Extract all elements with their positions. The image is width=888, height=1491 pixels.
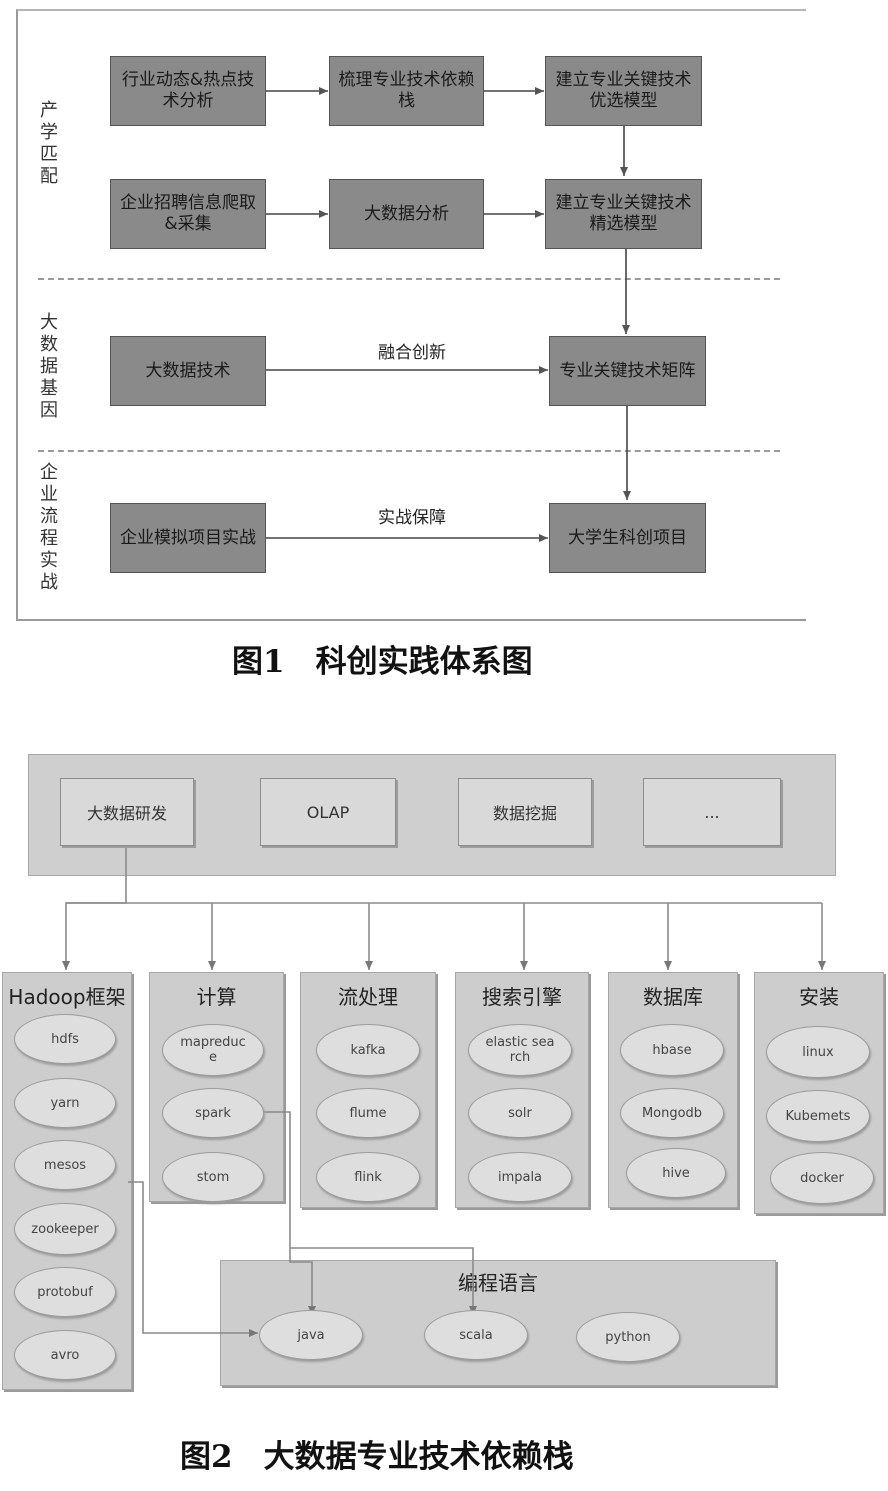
oval-elastic-search: elastic search — [468, 1024, 572, 1076]
figure1-caption: 图1 科创实践体系图 — [232, 644, 533, 680]
oval-linux: linux — [766, 1026, 870, 1078]
oval-hdfs: hdfs — [14, 1014, 116, 1064]
box-tech-stack: 梳理专业技术依赖栈 — [329, 56, 484, 126]
oval-yarn: yarn — [14, 1078, 116, 1128]
box-key-matrix: 专业关键技术矩阵 — [549, 336, 706, 406]
oval-avro: avro — [14, 1330, 116, 1380]
hadoop-to-java — [128, 1181, 258, 1337]
oval-scala: scala — [424, 1310, 528, 1360]
section-label-bigdata-gene: 大数据基因 — [40, 312, 58, 421]
languages-title: 编程语言 — [458, 1271, 538, 1295]
oval-flume: flume — [316, 1088, 420, 1138]
oval-solr: solr — [468, 1088, 572, 1138]
oval-protobuf: protobuf — [14, 1267, 116, 1317]
branch-to-hadoop — [62, 848, 127, 970]
box-simulation: 企业模拟项目实战 — [110, 503, 266, 573]
spark-to-java — [264, 1111, 316, 1315]
oval-stom: stom — [162, 1152, 264, 1202]
oval-kubemets: Kubemets — [766, 1090, 870, 1142]
box-recruitment: 企业招聘信息爬取&采集 — [110, 179, 266, 249]
oval-impala: impala — [468, 1152, 572, 1202]
spark-to-scala — [290, 1247, 477, 1315]
oval-mapreduce: mapreduce — [162, 1024, 264, 1076]
oval-java: java — [259, 1310, 363, 1360]
section-label-industry-academia: 产学匹配 — [40, 100, 58, 187]
oval-hbase: hbase — [620, 1024, 724, 1076]
oval-zookeeper: zookeeper — [14, 1203, 116, 1255]
column-title-database: 数据库 — [643, 985, 703, 1009]
oval-mesos: mesos — [14, 1140, 116, 1190]
section-label-enterprise-practice: 企业流程实战 — [40, 462, 58, 593]
top-box-olap: OLAP — [260, 778, 396, 846]
oval-python: python — [576, 1312, 680, 1362]
top-box-more: ... — [643, 778, 781, 846]
box-refined-model: 建立专业关键技术精选模型 — [545, 179, 702, 249]
oval-kafka: kafka — [316, 1024, 420, 1076]
column-title-compute: 计算 — [196, 985, 237, 1009]
column-title-stream: 流处理 — [338, 985, 398, 1009]
section-divider — [38, 450, 780, 452]
box-industry-trends: 行业动态&热点技术分析 — [110, 56, 266, 126]
box-optimal-model: 建立专业关键技术优选模型 — [545, 56, 702, 126]
box-student-project: 大学生科创项目 — [549, 503, 706, 573]
edge-label-fusion: 融合创新 — [378, 343, 446, 363]
oval-mongodb: Mongodb — [620, 1088, 724, 1138]
oval-docker: docker — [770, 1152, 874, 1204]
edge-label-practice: 实战保障 — [378, 508, 446, 528]
box-bigdata-analysis: 大数据分析 — [329, 179, 484, 249]
column-title-hadoop: Hadoop框架 — [8, 985, 126, 1009]
oval-flink: flink — [316, 1152, 420, 1202]
top-box-bigdata-dev: 大数据研发 — [60, 778, 194, 846]
figure1-frame — [16, 9, 806, 621]
oval-spark: spark — [162, 1088, 264, 1138]
column-title-search: 搜索引擎 — [482, 985, 562, 1009]
top-box-data-mining: 数据挖掘 — [458, 778, 592, 846]
section-divider — [38, 278, 780, 280]
oval-hive: hive — [626, 1148, 726, 1198]
figure2-caption: 图2 大数据专业技术依赖栈 — [180, 1439, 574, 1475]
column-title-install: 安装 — [799, 985, 839, 1009]
box-bigdata-tech: 大数据技术 — [110, 336, 266, 406]
